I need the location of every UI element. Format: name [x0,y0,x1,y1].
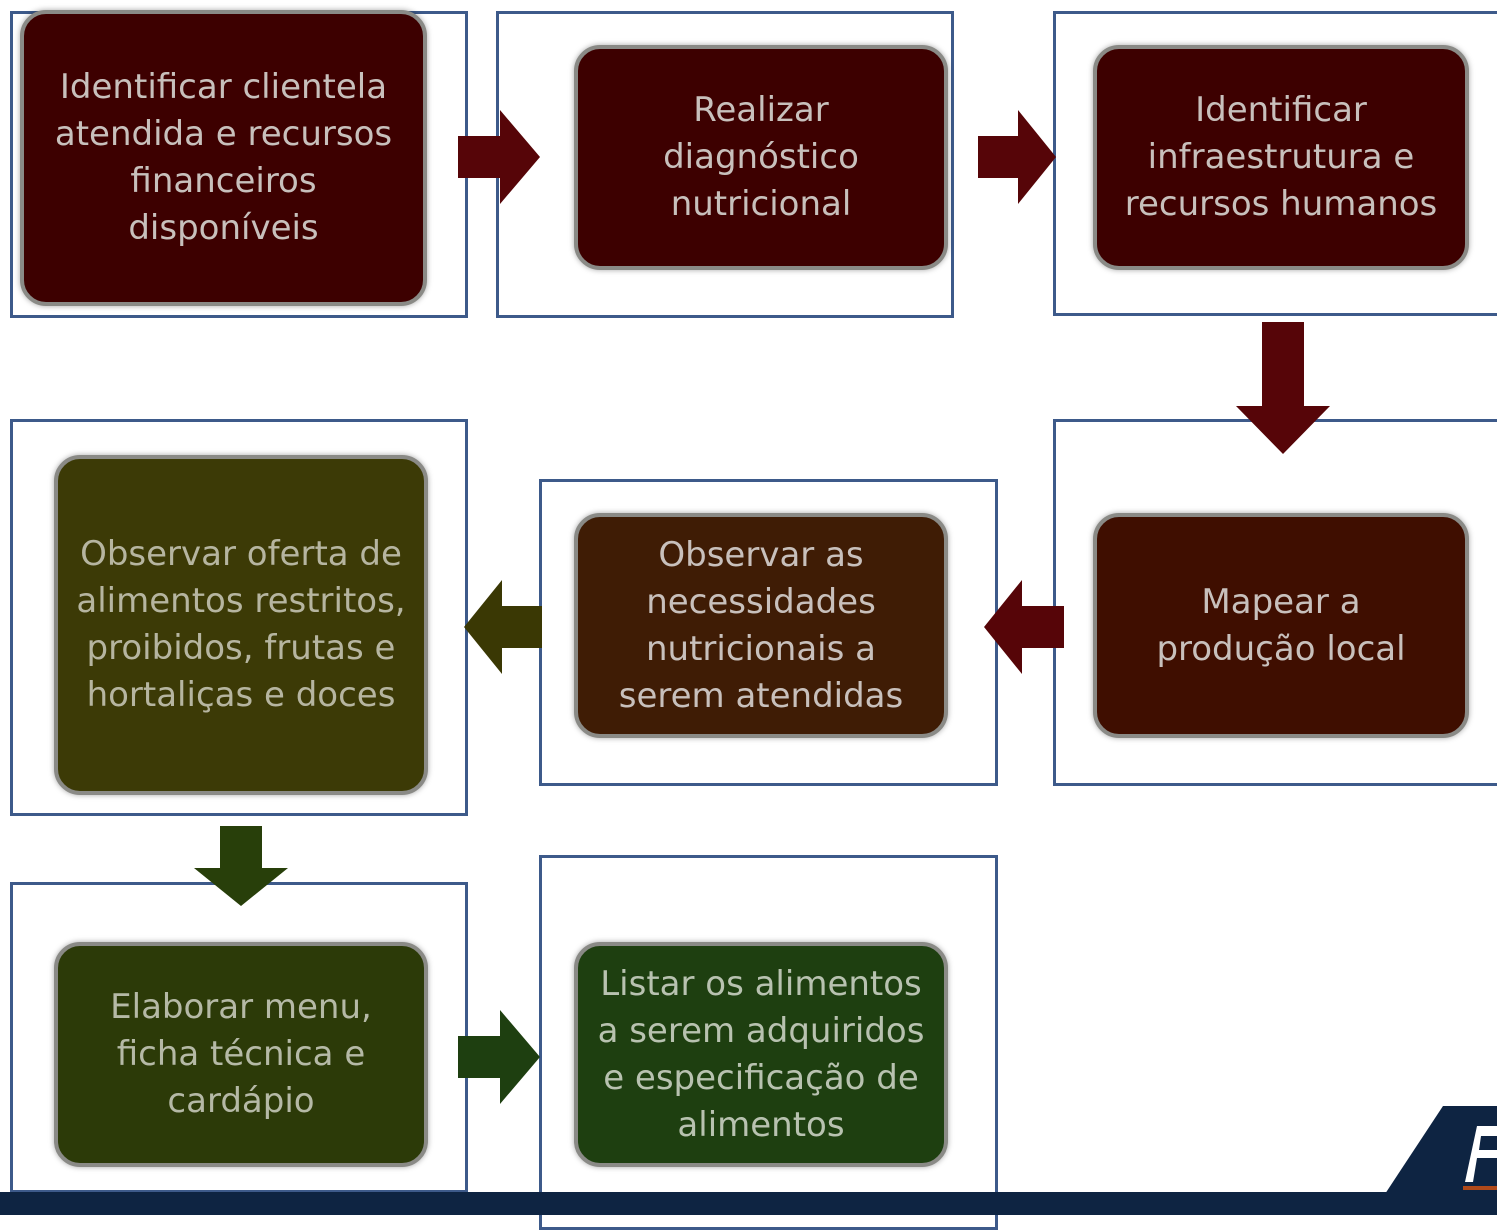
step-1-label: Identificar clientela atendida e recurso… [54,67,393,248]
step-4-label: Mapear a produção local [1156,581,1406,669]
step-4-box: Mapear a produção local [1093,513,1469,738]
step-1-box: Identificar clientela atendida e recurso… [20,10,427,306]
arrow-right-1-icon [458,110,540,204]
step-7-box: Elaborar menu, ficha técnica e cardápio [54,942,428,1167]
logo-icon [1385,1106,1497,1194]
arrow-right-2-icon [978,110,1056,204]
step-6-box: Observar oferta de alimentos restritos, … [54,455,428,795]
arrow-left-2-icon [464,580,542,674]
frame-step-6 [10,419,468,816]
step-5-label: Observar as necessidades nutricionais a … [618,534,904,716]
step-8-box: Listar os alimentos a serem adquiridos e… [574,942,948,1167]
step-2-box: Realizar diagnóstico nutricional [574,45,948,270]
bottom-bar [0,1192,1497,1215]
step-3-label: Identificar infraestrutura e recursos hu… [1124,90,1438,224]
arrow-right-3-icon [458,1010,540,1104]
arrow-down-2-icon [194,826,288,906]
step-3-box: Identificar infraestrutura e recursos hu… [1093,45,1469,270]
step-6-label: Observar oferta de alimentos restritos, … [76,534,406,715]
step-7-label: Elaborar menu, ficha técnica e cardápio [110,987,372,1121]
step-8-label: Listar os alimentos a serem adquiridos e… [597,963,925,1145]
step-2-label: Realizar diagnóstico nutricional [663,90,859,224]
arrow-down-1-icon [1236,322,1330,454]
arrow-left-1-icon [984,580,1064,674]
step-5-box: Observar as necessidades nutricionais a … [574,513,948,738]
frame-step-3 [1053,11,1497,316]
